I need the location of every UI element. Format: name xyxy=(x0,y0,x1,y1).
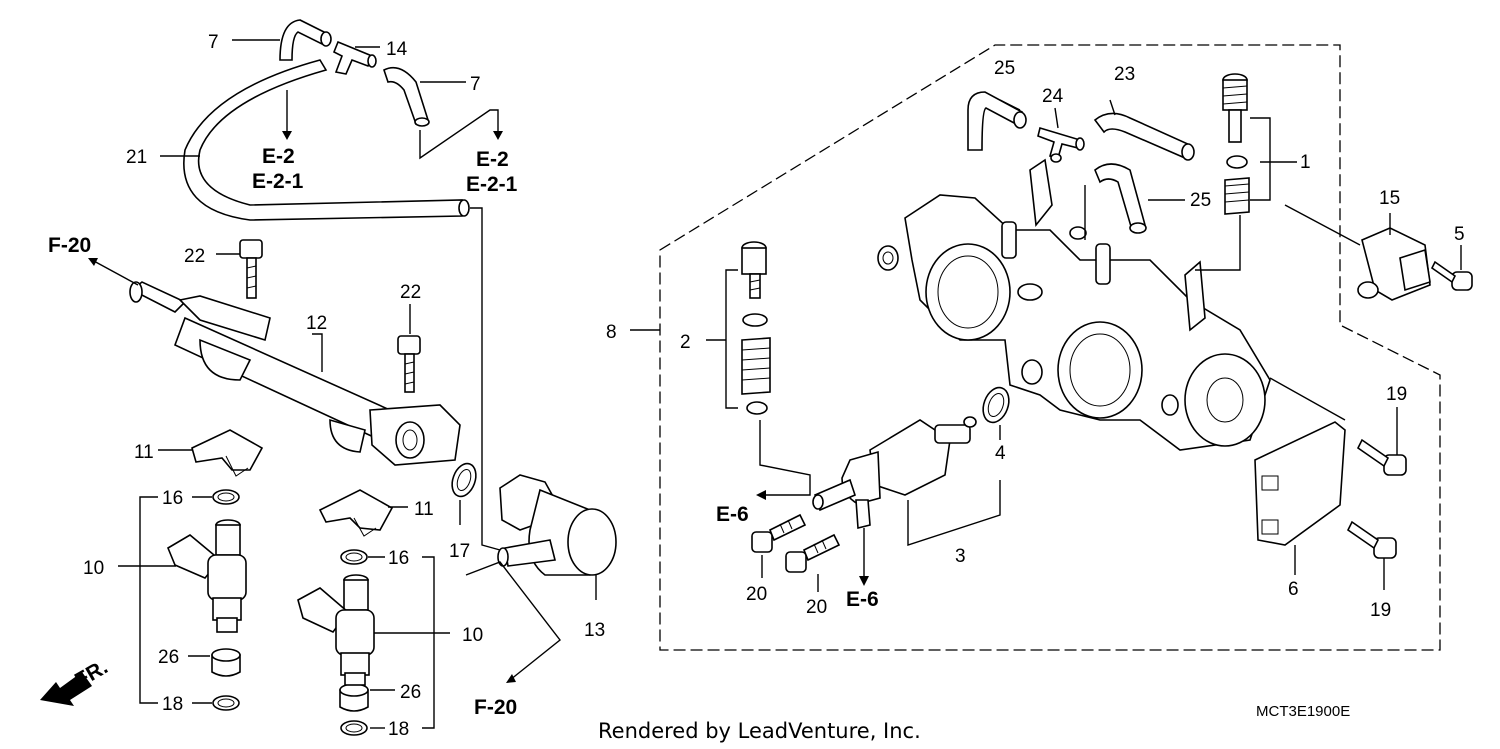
bolt-22-upper[interactable] xyxy=(239,239,263,299)
idle-air-valve-3[interactable] xyxy=(812,416,977,530)
joint-24[interactable] xyxy=(1037,126,1085,163)
callout-11-upper: 11 xyxy=(134,442,154,463)
ref-e2-left[interactable]: E-2 xyxy=(262,145,295,168)
pressure-regulator-13[interactable] xyxy=(497,474,617,576)
callout-4: 4 xyxy=(995,443,1006,464)
hose-25-lower[interactable] xyxy=(1094,163,1147,234)
bolt-5[interactable] xyxy=(1430,260,1473,291)
o-ring-4[interactable] xyxy=(979,384,1014,426)
callout-12: 12 xyxy=(306,313,327,334)
throttle-body-8[interactable] xyxy=(877,158,1271,451)
ref-e6-bottom[interactable]: E-6 xyxy=(846,588,879,611)
callout-20-left: 20 xyxy=(746,584,767,605)
callout-13: 13 xyxy=(584,620,605,641)
bolt-20-right[interactable] xyxy=(785,533,841,573)
bolt-19-lower[interactable] xyxy=(1346,520,1397,559)
leader-lines xyxy=(88,39,1462,729)
hose-7-right[interactable] xyxy=(383,66,430,127)
callout-3: 3 xyxy=(955,546,966,567)
o-ring-18-right[interactable] xyxy=(340,720,368,736)
diagram-code: MCT3E1900E xyxy=(1256,703,1350,720)
screw-set-2[interactable] xyxy=(741,241,771,415)
bolt-22-lower[interactable] xyxy=(397,335,421,393)
o-ring-17[interactable] xyxy=(448,460,480,499)
bolt-20-left[interactable] xyxy=(751,513,807,553)
callout-15: 15 xyxy=(1379,188,1400,209)
hose-7-left[interactable] xyxy=(279,19,332,61)
callout-18-right: 18 xyxy=(388,719,409,740)
callout-19-lower: 19 xyxy=(1370,600,1391,621)
ref-f20-bottom[interactable]: F-20 xyxy=(474,696,517,719)
callout-14: 14 xyxy=(386,39,408,60)
callout-25-upper: 25 xyxy=(994,58,1015,79)
ref-e6-left[interactable]: E-6 xyxy=(716,503,749,526)
callout-20-right: 20 xyxy=(806,597,827,618)
seal-26-right[interactable] xyxy=(339,683,369,712)
callout-21: 21 xyxy=(126,147,147,168)
callout-23: 23 xyxy=(1114,64,1135,85)
hose-25-upper[interactable] xyxy=(967,91,1027,151)
front-direction-arrow xyxy=(40,672,92,706)
callout-25-lower: 25 xyxy=(1190,190,1211,211)
callout-10-left: 10 xyxy=(83,558,104,579)
callout-6: 6 xyxy=(1288,579,1299,600)
cross-references: E-2 E-2-1 E-2 E-2-1 F-20 F-20 E-6 E-6 FR… xyxy=(48,145,879,719)
callout-7-left: 7 xyxy=(208,32,219,53)
ref-e21-right[interactable]: E-2-1 xyxy=(466,173,518,196)
callout-22-upper: 22 xyxy=(184,246,205,267)
callout-5: 5 xyxy=(1454,224,1465,245)
rendered-by-credit: Rendered by LeadVenture, Inc. xyxy=(598,719,921,743)
ref-e21-left[interactable]: E-2-1 xyxy=(252,170,304,193)
callout-labels: 1 2 3 4 5 6 7 7 8 10 10 11 11 12 13 14 1… xyxy=(83,32,1465,740)
bolt-19-upper[interactable] xyxy=(1356,438,1407,476)
cover-plate-6[interactable] xyxy=(1254,421,1346,546)
hose-21[interactable] xyxy=(183,59,470,221)
seal-26-left[interactable] xyxy=(211,648,241,677)
tee-joint-14[interactable] xyxy=(332,40,377,75)
callout-26-right: 26 xyxy=(400,682,421,703)
idle-screw-1[interactable] xyxy=(1222,73,1250,215)
ref-f20-top[interactable]: F-20 xyxy=(48,234,91,257)
callout-24: 24 xyxy=(1042,86,1064,107)
callout-17: 17 xyxy=(449,541,470,562)
callout-22-lower: 22 xyxy=(400,282,421,303)
callout-16-left: 16 xyxy=(162,488,183,509)
ref-e2-right[interactable]: E-2 xyxy=(476,148,509,171)
callout-16-right: 16 xyxy=(388,548,409,569)
throttle-sensor-15[interactable] xyxy=(1357,227,1431,301)
callout-7-right: 7 xyxy=(470,74,481,95)
callout-26-left: 26 xyxy=(158,647,179,668)
callout-18-left: 18 xyxy=(162,694,183,715)
clip-11-upper[interactable] xyxy=(191,429,264,477)
callout-8: 8 xyxy=(606,322,617,343)
callout-19-upper: 19 xyxy=(1386,384,1407,405)
o-ring-18-left[interactable] xyxy=(212,695,240,711)
assembly-boundary xyxy=(659,44,1441,651)
o-ring-16-left[interactable] xyxy=(212,489,240,505)
callout-11-lower: 11 xyxy=(414,499,434,520)
callout-1: 1 xyxy=(1300,152,1311,173)
o-ring-16-right[interactable] xyxy=(340,549,368,565)
injector-10-left[interactable] xyxy=(166,519,247,633)
injector-10-right[interactable] xyxy=(297,574,375,686)
callout-10-right: 10 xyxy=(462,625,483,646)
fuel-rail-12[interactable] xyxy=(129,281,461,466)
clip-11-lower[interactable] xyxy=(318,489,394,537)
hose-23[interactable] xyxy=(1093,112,1195,161)
callout-2: 2 xyxy=(680,332,691,353)
